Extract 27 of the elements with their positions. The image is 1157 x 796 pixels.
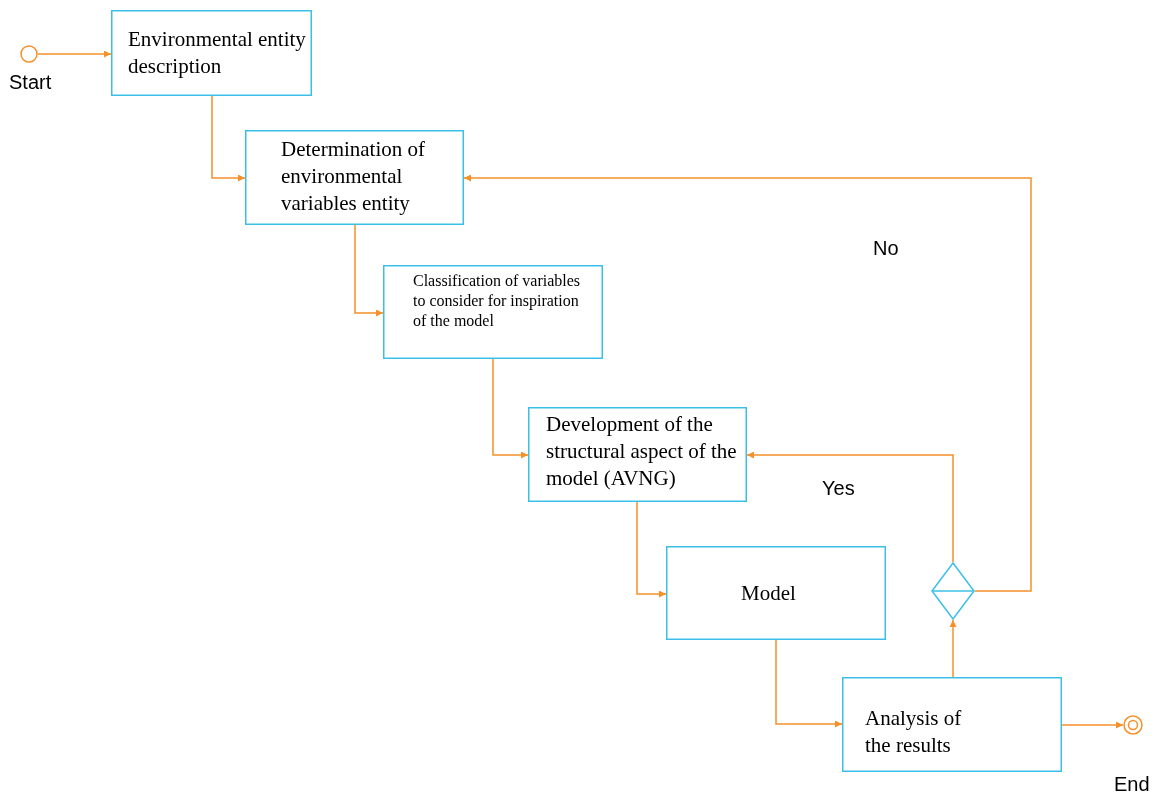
arrow	[492, 358, 529, 459]
process-box	[111, 10, 312, 96]
node-caption: Start	[9, 70, 52, 94]
end-node	[1123, 715, 1143, 735]
arrow	[354, 224, 384, 317]
box-text: Environmental entity description	[128, 26, 307, 80]
arrow	[211, 95, 246, 182]
box-text: Model	[741, 580, 797, 607]
arrow	[463, 174, 1032, 592]
arrow	[636, 501, 667, 598]
box-text: Development of the structural aspect of the model (AVNG)	[546, 411, 738, 492]
arrow	[775, 639, 843, 728]
process-box	[666, 546, 886, 640]
start-node	[20, 45, 38, 63]
decision-diamond	[931, 562, 975, 620]
box-text: Analysis of the results	[865, 705, 963, 759]
box-text: Classification of variables to consider for inspiration of the model	[413, 271, 582, 331]
process-box	[528, 407, 747, 502]
arrow	[37, 50, 112, 58]
node-caption: End	[1114, 772, 1150, 796]
box-text: Determination of environmental variables entity	[281, 136, 427, 217]
arrow	[746, 451, 954, 563]
process-box	[245, 130, 464, 225]
process-box	[842, 677, 1062, 772]
process-box	[383, 265, 603, 359]
arrow	[1061, 721, 1124, 729]
arrow	[949, 619, 957, 678]
